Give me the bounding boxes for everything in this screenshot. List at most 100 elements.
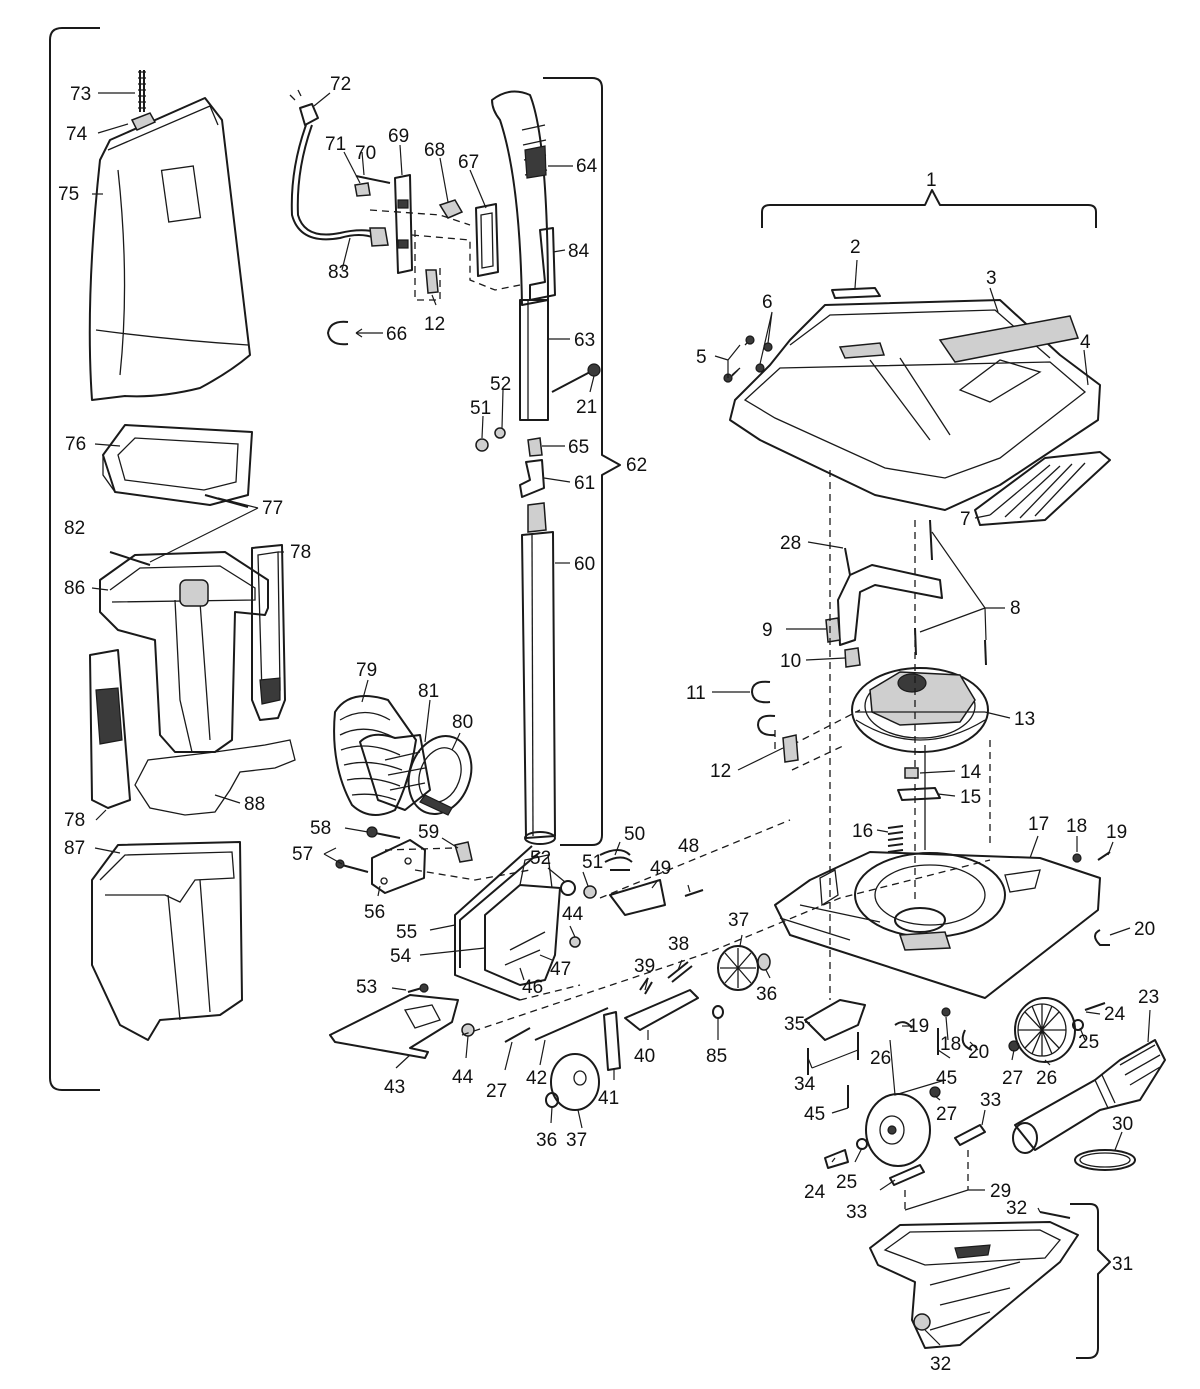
nut-51b <box>583 885 597 899</box>
label-3: 3 <box>986 268 997 289</box>
dash-lines-motor <box>774 470 991 1000</box>
lower-housing <box>91 841 243 1041</box>
retaining-ring-11a <box>751 680 771 704</box>
label-54: 54 <box>390 946 412 967</box>
label-44b: 44 <box>452 1067 474 1088</box>
label-10: 10 <box>780 651 801 672</box>
washer-44a <box>569 936 581 948</box>
axle-27a <box>504 1027 531 1043</box>
label-35: 35 <box>784 1014 805 1035</box>
bag-collar <box>130 112 157 131</box>
label-45a: 45 <box>936 1068 957 1089</box>
label-46: 46 <box>522 977 543 998</box>
label-39: 39 <box>634 956 655 977</box>
label-5: 5 <box>696 347 707 368</box>
pedal-bracket-54 <box>484 854 561 986</box>
nut-14 <box>904 767 919 779</box>
switch-body <box>475 203 499 277</box>
lever-49 <box>609 879 666 916</box>
washer-15 <box>897 787 941 801</box>
screw-24a <box>1084 1002 1106 1011</box>
bracket-31 <box>1070 1203 1111 1359</box>
label-2: 2 <box>850 237 861 258</box>
motor-bracket <box>837 564 943 646</box>
washer-52 <box>494 427 506 439</box>
dash-lines-bottom <box>904 1150 969 1210</box>
label-13: 13 <box>1014 709 1035 730</box>
bracket-40 <box>624 989 699 1031</box>
label-27c: 27 <box>936 1104 957 1125</box>
bumper-7-ribs <box>989 462 1086 519</box>
label-50: 50 <box>624 824 645 845</box>
hose-assembly <box>333 695 473 816</box>
label-8: 8 <box>1010 598 1021 619</box>
label-51a: 51 <box>470 398 491 419</box>
pin-48 <box>684 889 704 897</box>
clip-33a <box>954 1124 986 1146</box>
connector-61 <box>519 459 545 498</box>
clip-33b <box>889 1164 925 1186</box>
label-56: 56 <box>364 902 385 923</box>
rear-wheel-left <box>865 1093 931 1167</box>
label-47: 47 <box>550 959 571 980</box>
screw-18b <box>941 1007 951 1017</box>
handle-bail-55 <box>454 845 541 1001</box>
bag-housing <box>99 551 269 753</box>
label-79: 79 <box>356 660 377 681</box>
label-51b: 51 <box>582 852 603 873</box>
label-84: 84 <box>568 241 590 262</box>
spring-16 <box>887 825 904 853</box>
label-24b: 24 <box>804 1182 826 1203</box>
lower-tube <box>521 531 556 845</box>
clip-20a <box>1094 929 1110 946</box>
label-49: 49 <box>650 858 671 879</box>
screw-28 <box>844 547 851 576</box>
label-17: 17 <box>1028 814 1049 835</box>
label-26b: 26 <box>870 1048 891 1069</box>
label-62: 62 <box>626 455 647 476</box>
gasket <box>134 739 296 816</box>
wheel-37-lower <box>550 1053 600 1111</box>
label-87: 87 <box>64 838 85 859</box>
label-67: 67 <box>458 152 479 173</box>
bracket-62 <box>543 77 621 846</box>
label-64: 64 <box>576 156 598 177</box>
label-7: 7 <box>960 509 971 530</box>
clip-20b <box>961 1029 973 1051</box>
part-labels: 73 74 75 76 77 82 86 78 78 88 87 72 71 7… <box>58 74 1159 1375</box>
washer-52b <box>560 880 576 896</box>
clip-9 <box>825 617 841 643</box>
plate-35 <box>804 999 866 1041</box>
label-55: 55 <box>396 922 417 943</box>
screw-53-head <box>419 983 429 993</box>
screw-8-c <box>984 639 987 666</box>
label-20a: 20 <box>1134 919 1155 940</box>
label-37b: 37 <box>566 1130 587 1151</box>
label-33a: 33 <box>980 1090 1001 1111</box>
bumper-7 <box>974 451 1111 526</box>
label-18b: 18 <box>940 1034 961 1055</box>
dash-lines-56 <box>384 847 531 881</box>
axle-42 <box>534 1007 609 1041</box>
screw-18a <box>1072 853 1082 863</box>
label-73: 73 <box>70 84 91 105</box>
bag-spring <box>138 70 146 112</box>
label-25a: 25 <box>1078 1032 1099 1053</box>
wire-harness <box>369 209 521 301</box>
label-16: 16 <box>852 821 873 842</box>
label-85: 85 <box>706 1046 727 1067</box>
label-83: 83 <box>328 262 349 283</box>
label-1: 1 <box>926 170 937 191</box>
spring-39 <box>639 977 653 995</box>
bag-tray <box>102 424 253 506</box>
dash-lines-center <box>461 819 991 1036</box>
label-28: 28 <box>780 533 801 554</box>
label-41: 41 <box>598 1088 619 1109</box>
washer-27c <box>929 1086 941 1098</box>
screw-58 <box>374 832 401 839</box>
label-20b: 20 <box>968 1042 989 1063</box>
wire-connector-12 <box>425 269 439 294</box>
label-60: 60 <box>574 554 595 575</box>
label-26a: 26 <box>1036 1068 1057 1089</box>
